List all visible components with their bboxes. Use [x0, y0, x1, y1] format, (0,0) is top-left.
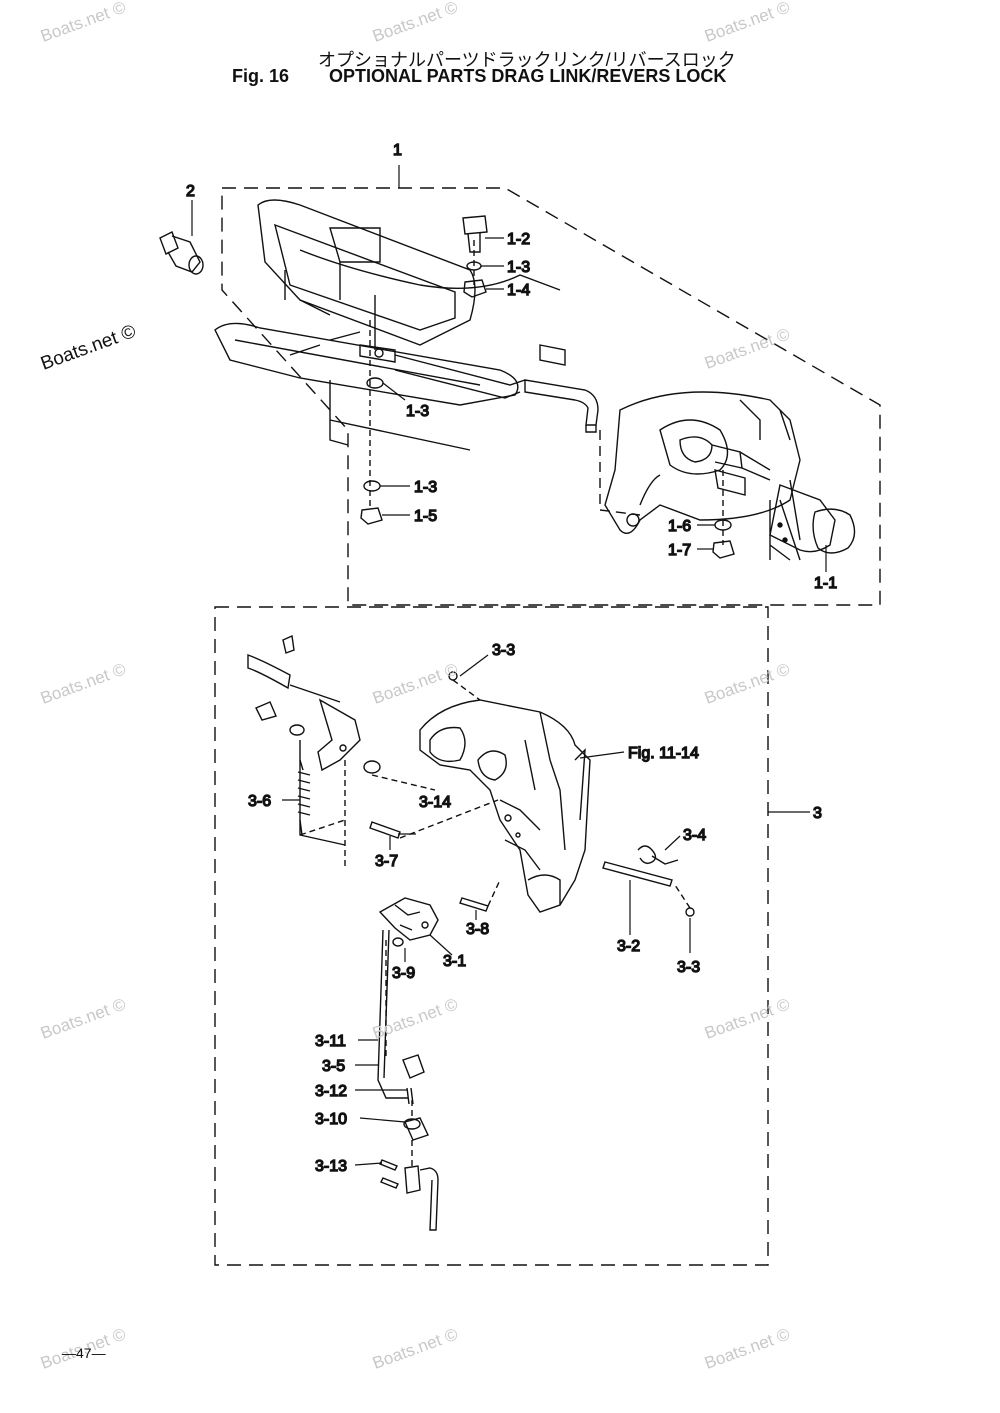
callout-3-10: 3-10: [315, 1111, 347, 1128]
cable-end-drawing: [247, 634, 381, 846]
part-1-2-bolt: [462, 215, 488, 253]
callout-1-3-a: 1-3: [507, 259, 530, 276]
part-3-4-torsion-spring: [637, 845, 679, 865]
callout-3-8: 3-8: [466, 921, 489, 938]
figure-title-english: OPTIONAL PARTS DRAG LINK/REVERS LOCK: [329, 66, 727, 86]
leader-lines: [191, 165, 827, 1166]
part-3-11-block: [402, 1054, 425, 1079]
part-1-5-nut: [360, 507, 383, 525]
callout-3-13: 3-13: [315, 1158, 347, 1175]
part-3-7-pin: [369, 821, 401, 839]
part-3-2-shaft: [602, 861, 673, 887]
callout-3-5: 3-5: [322, 1058, 345, 1075]
callout-3-11: 3-11: [315, 1033, 346, 1050]
callout-3-14: 3-14: [419, 794, 451, 811]
part-1-1-cap: [769, 484, 856, 561]
callout-2: 2: [186, 183, 195, 200]
page-number: —47—: [62, 1345, 106, 1361]
callout-3-3-b: 3-3: [677, 959, 700, 976]
callout-3-4: 3-4: [683, 827, 706, 844]
callout-3-2: 3-2: [617, 938, 640, 955]
part-3-6-spring: [297, 759, 311, 836]
callout-fig-11-14: Fig. 11-14: [628, 745, 699, 762]
part-3-8-pin: [459, 897, 489, 912]
part-3-13-pins: [379, 1159, 439, 1231]
engine-bracket-drawing: [214, 199, 599, 451]
callout-1-6: 1-6: [668, 518, 691, 535]
callout-3-7: 3-7: [375, 853, 398, 870]
figure-title-japanese: オプショナルパーツドラックリンク/リバースロック: [318, 50, 736, 70]
assembly-3-boundary: [214, 606, 769, 1266]
upper-assembly-guide-lines: [369, 240, 724, 545]
part-1-4-nut: [463, 279, 487, 298]
part-2-fitting: [159, 231, 204, 275]
callout-1-3-b: 1-3: [406, 403, 429, 420]
figure-number: Fig. 16: [232, 66, 290, 86]
reverse-lock-bracket-drawing: [419, 699, 591, 913]
part-1-3-washer-c: [363, 480, 381, 492]
lower-assembly-guide-lines: [299, 679, 691, 1168]
callout-1-3-c: 1-3: [414, 479, 437, 496]
callout-1-5: 1-5: [414, 508, 437, 525]
assembly-1-boundary: [221, 187, 881, 606]
part-3-10-collar: [403, 1117, 429, 1141]
part-1-7-nut: [712, 540, 735, 559]
callout-3-3-a: 3-3: [492, 642, 515, 659]
callout-3-6: 3-6: [248, 793, 271, 810]
part-3-1-lock-lever: [378, 897, 439, 941]
callout-1-7: 1-7: [668, 542, 691, 559]
part-3-9-washer: [392, 937, 404, 947]
part-3-3-clip-b: [685, 907, 695, 917]
callout-1-4: 1-4: [507, 282, 530, 299]
callout-3-12: 3-12: [315, 1083, 347, 1100]
callout-3-9: 3-9: [392, 965, 415, 982]
callout-3: 3: [813, 805, 822, 822]
callout-1-1: 1-1: [814, 575, 837, 592]
callout-3-1: 3-1: [443, 953, 466, 970]
callout-1-2: 1-2: [507, 231, 530, 248]
callout-1: 1: [393, 142, 402, 159]
swivel-bracket-drawing: [599, 391, 801, 560]
